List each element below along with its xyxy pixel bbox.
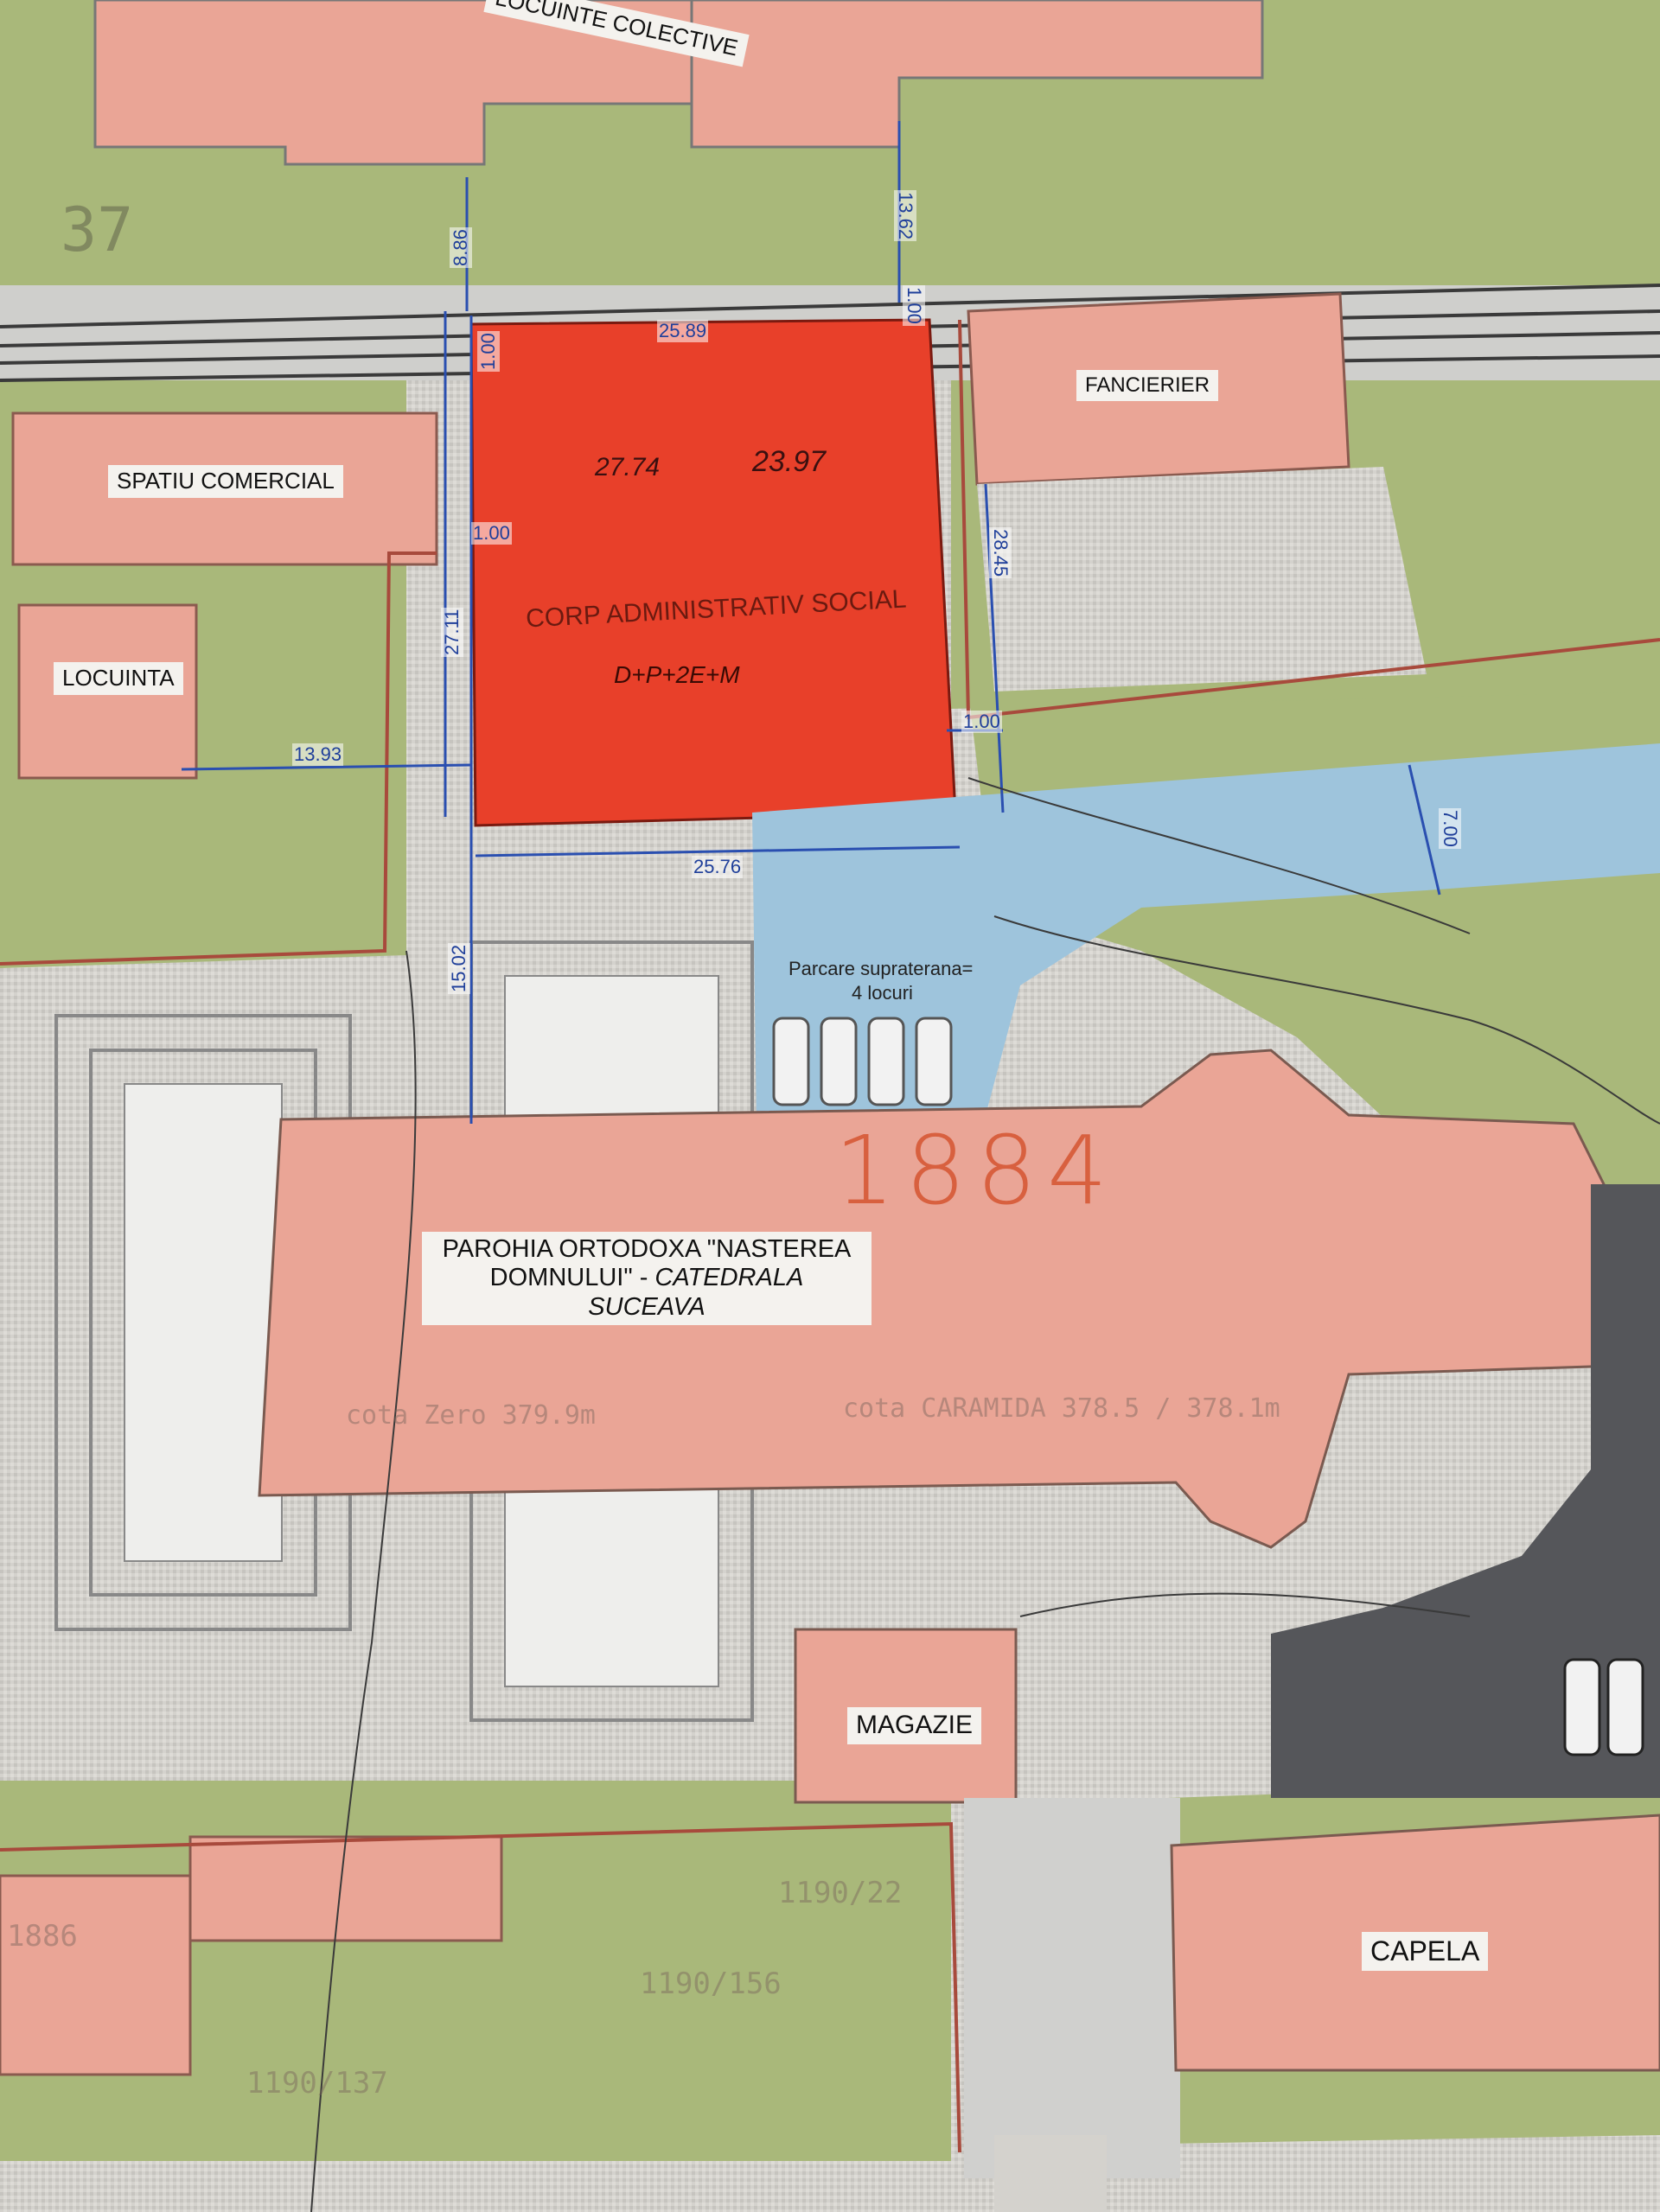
contour-lines	[310, 777, 1660, 2212]
asphalt-area	[1271, 1184, 1660, 1798]
dim-100-left: 1.00	[471, 522, 512, 545]
hand-37: 37	[61, 194, 134, 265]
label-spatiu-comercial: SPATIU COMERCIAL	[108, 465, 343, 498]
bottom-left-building-b	[188, 1835, 503, 1942]
dim-2589: 25.89	[657, 320, 709, 342]
bottom-left-building-a	[0, 1874, 192, 2076]
hand-2774: 27.74	[595, 453, 661, 481]
dim-100-top: 1.00	[477, 331, 500, 372]
label-parohia: PAROHIA ORTODOXA "NASTEREA DOMNULUI" - C…	[422, 1232, 872, 1326]
cadastral-1190-22: 1190/22	[778, 1876, 903, 1910]
year-1884: 1884	[834, 1115, 1118, 1226]
dim-2711: 27.11	[441, 607, 463, 657]
cadastral-1190-156: 1190/156	[640, 1967, 782, 2001]
dim-1362: 13.62	[894, 190, 916, 242]
label-parohia-line1: PAROHIA ORTODOXA "NASTEREA	[442, 1235, 852, 1263]
dim-100-right: 1.00	[961, 711, 1002, 733]
dim-1393: 13.93	[292, 743, 344, 766]
dim-1005: 1.00	[903, 285, 925, 326]
hand-2397: 23.97	[752, 445, 827, 478]
cadastral-1886: 1886	[7, 1919, 78, 1954]
top-buildings	[93, 0, 1264, 166]
dim-886: 8.86	[450, 227, 472, 268]
bottom-access-strip	[994, 2135, 1107, 2212]
label-locuinta: LOCUINTA	[54, 662, 183, 695]
parking-slots	[772, 1017, 953, 1106]
paved-right-top	[977, 467, 1427, 692]
label-fancierier: FANCIERIER	[1076, 370, 1219, 401]
label-parcare-line2: 4 locuri	[852, 982, 913, 1004]
dim-2845: 28.45	[989, 527, 1012, 579]
dim-700: 7.00	[1439, 808, 1461, 849]
ghost-cota-caramida: cota CARAMIDA 378.5 / 378.1m	[843, 1393, 1280, 1424]
label-parohia-line2: DOMNULUI" - CATEDRALA SUCEAVA	[431, 1264, 863, 1322]
dim-2576: 25.76	[692, 856, 744, 878]
label-regim-inaltime: D+P+2E+M	[614, 661, 740, 688]
cadastral-1190-137: 1190/137	[246, 2066, 388, 2100]
corp-administrativ-building	[469, 318, 957, 827]
label-parohia-line2b: CATEDRALA SUCEAVA	[588, 1264, 804, 1321]
label-parohia-line2a: DOMNULUI" -	[489, 1264, 655, 1292]
access-road	[964, 1798, 1180, 2178]
ghost-cota-zero: cota Zero 379.9m	[346, 1400, 596, 1431]
label-parcare-line1: Parcare supraterana=	[788, 958, 974, 979]
dim-1502: 15.02	[448, 942, 470, 994]
parking-area	[752, 743, 1660, 1124]
label-magazie: MAGAZIE	[847, 1707, 982, 1744]
label-capela: CAPELA	[1362, 1932, 1489, 1971]
